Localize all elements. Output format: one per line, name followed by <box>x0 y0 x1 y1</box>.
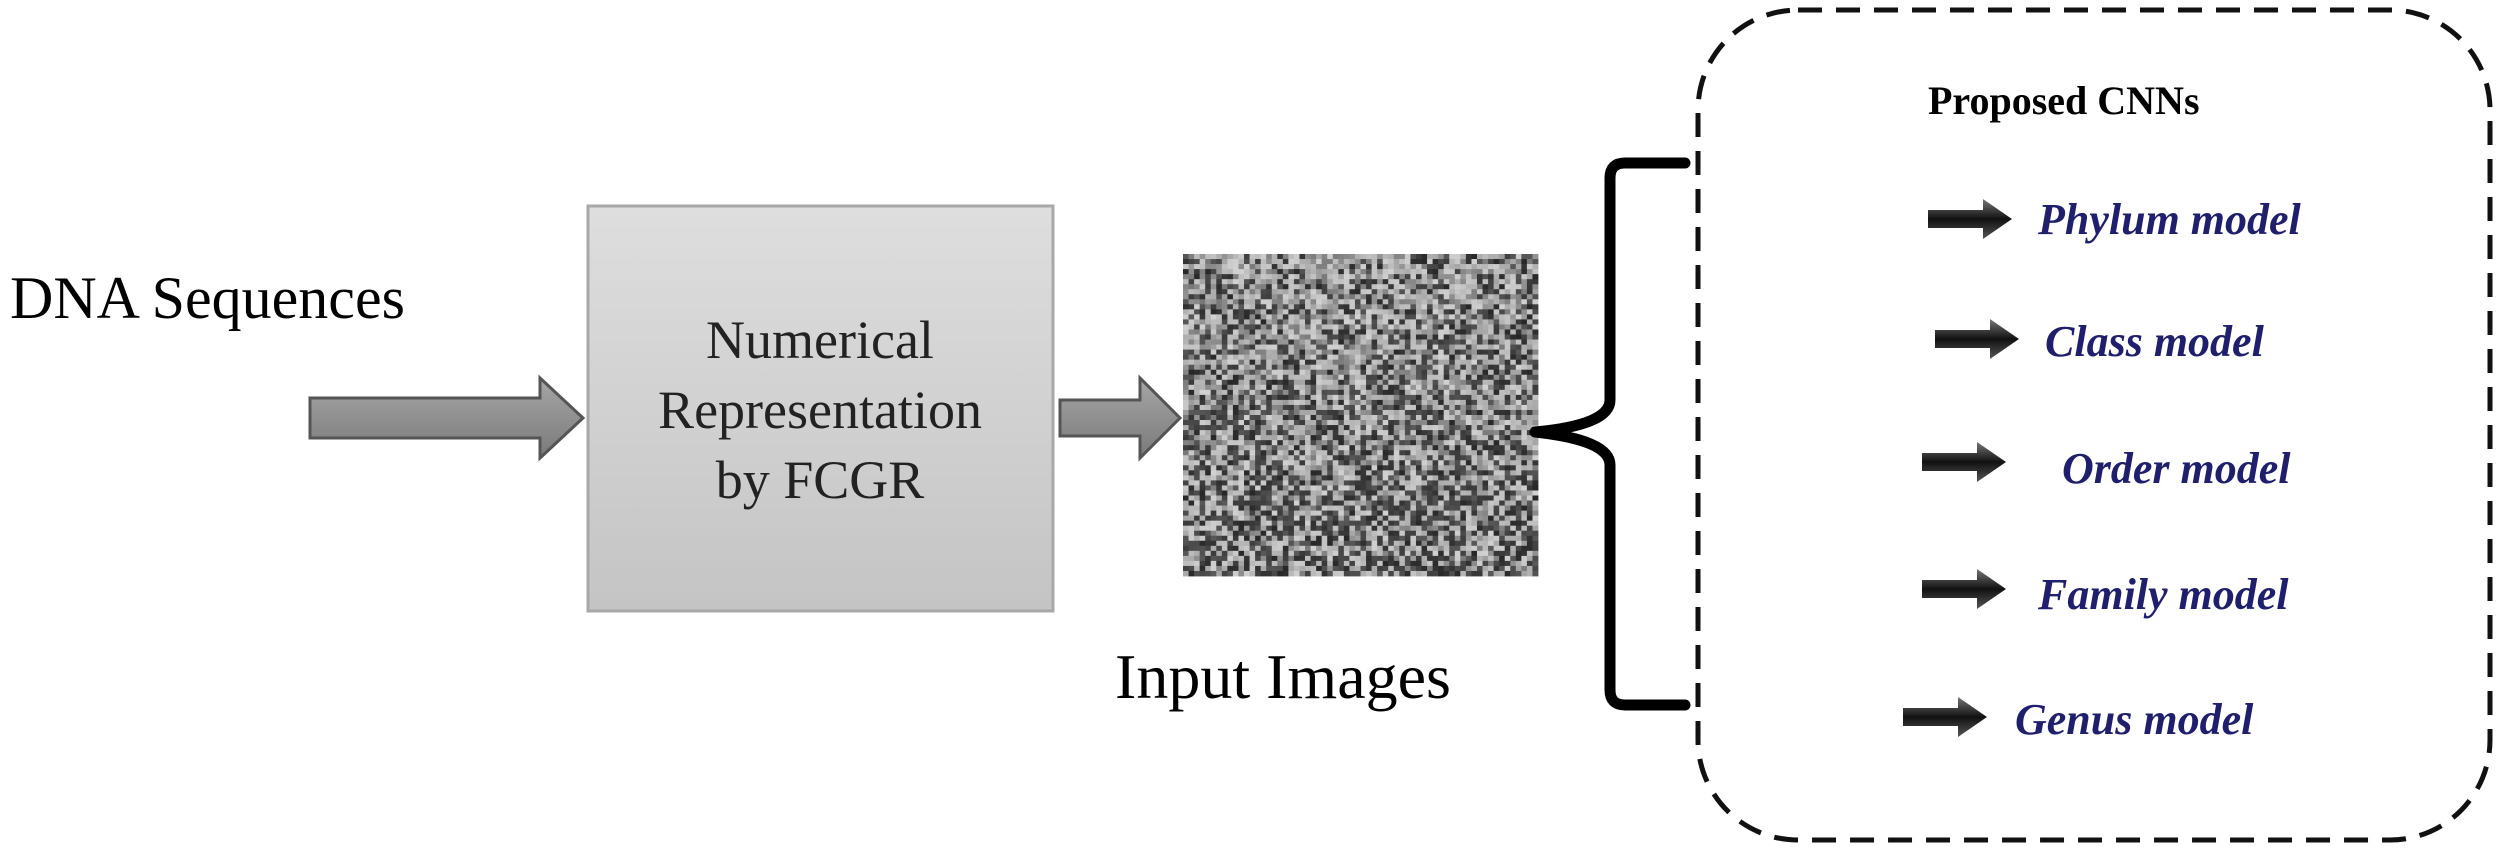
model-label-phylum: Phylum model <box>2037 195 2302 244</box>
input-label: DNA Sequences <box>10 265 405 331</box>
process-line-3: by FCGR <box>716 450 925 510</box>
model-label-class: Class model <box>2045 317 2265 366</box>
model-row: Phylum model <box>1928 195 2302 244</box>
image-label: Input Images <box>1115 641 1451 712</box>
model-label-family: Family model <box>2037 570 2289 619</box>
fcgr-input-image <box>1183 254 1539 577</box>
model-row: Order model <box>1922 442 2291 493</box>
model-row: Class model <box>1935 317 2265 366</box>
cnn-panel-title: Proposed CNNs <box>1928 78 2200 123</box>
process-line-1: Numerical <box>706 310 934 370</box>
right-arrow-icon <box>1922 442 2006 482</box>
model-row: Genus model <box>1903 695 2254 744</box>
fcgr-process-box: Numerical Representation by FCGR <box>586 204 1055 613</box>
right-arrow-icon <box>1922 569 2006 609</box>
right-arrow-icon <box>1935 319 2019 359</box>
model-label-order: Order model <box>2062 444 2291 493</box>
process-line-2: Representation <box>658 380 982 440</box>
curly-brace-icon <box>1529 157 1691 711</box>
right-arrow-icon <box>1903 697 1987 737</box>
arrow-to-image-icon <box>1058 374 1183 462</box>
right-arrow-icon <box>1928 199 2012 239</box>
model-row: Family model <box>1922 569 2289 619</box>
cnn-panel-border <box>1695 7 2493 843</box>
model-label-genus: Genus model <box>2015 695 2254 744</box>
arrow-to-fcgr-icon <box>308 374 586 462</box>
